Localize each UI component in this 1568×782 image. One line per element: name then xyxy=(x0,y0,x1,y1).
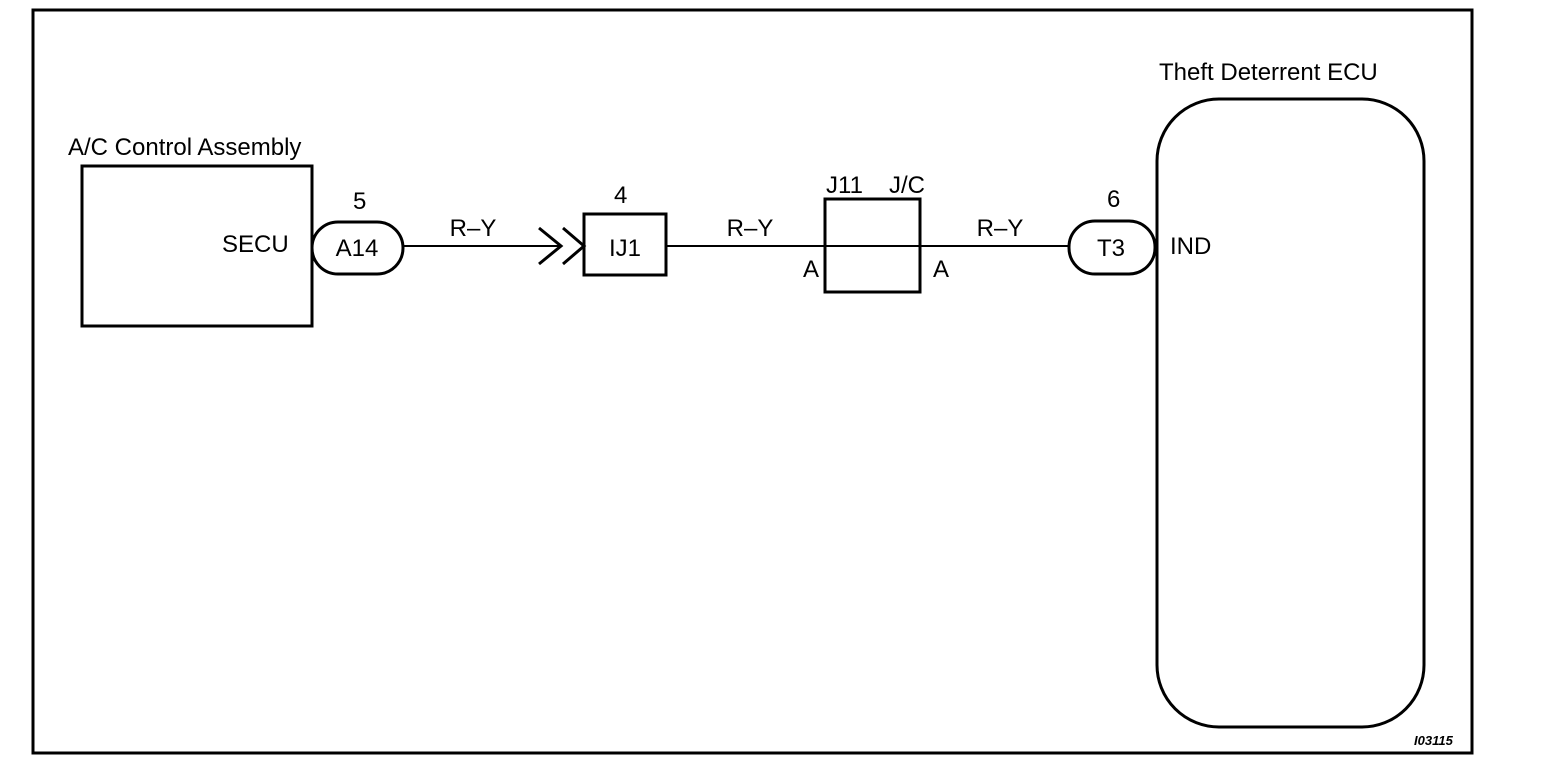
wire-2-color-code: R–Y xyxy=(727,215,774,242)
ij1-pin-number: 4 xyxy=(614,182,627,209)
j11-left-terminal: A xyxy=(803,256,819,283)
ij1-connector xyxy=(582,212,668,277)
j11-type: J/C xyxy=(889,172,925,199)
ac-control-terminal-secu: SECU xyxy=(222,231,289,258)
ac-control-title: A/C Control Assembly xyxy=(68,134,301,161)
diagram-border xyxy=(31,8,1474,755)
wire-1-color-code: R–Y xyxy=(450,215,497,242)
plug-arrow-female xyxy=(562,226,587,266)
j11-right-terminal: A xyxy=(933,256,949,283)
ij1-connector-label: IJ1 xyxy=(609,235,641,262)
a14-pin-number: 5 xyxy=(353,188,366,215)
j11-label: J11 xyxy=(826,172,863,199)
theft-ecu-box xyxy=(1155,97,1426,729)
t3-connector-label: T3 xyxy=(1097,235,1125,262)
plug-arrow-male xyxy=(538,226,564,266)
t3-pin-number: 6 xyxy=(1107,186,1120,213)
theft-ecu-terminal-ind: IND xyxy=(1170,233,1211,260)
figure-reference: I03115 xyxy=(1414,733,1454,748)
a14-connector-label: A14 xyxy=(336,235,379,262)
wire-3-color-code: R–Y xyxy=(977,215,1024,242)
theft-ecu-title: Theft Deterrent ECU xyxy=(1159,59,1378,86)
a14-connector xyxy=(310,220,405,276)
t3-connector xyxy=(1067,219,1157,276)
